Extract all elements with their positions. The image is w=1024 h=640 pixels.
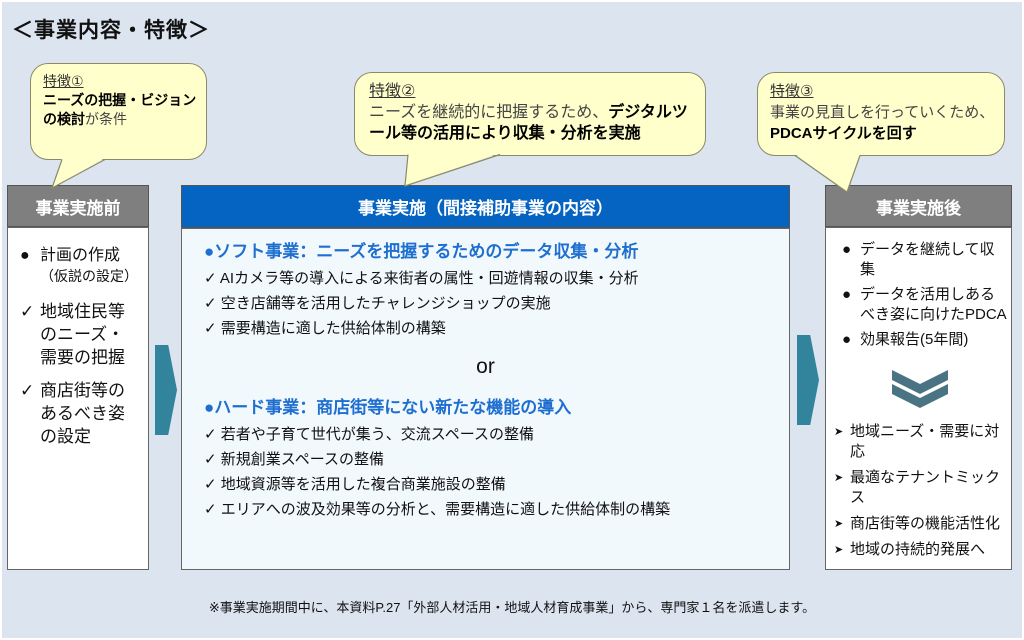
item-text: 需要構造に適した供給体制の構築 xyxy=(220,320,446,337)
bullet-icon: ● xyxy=(842,331,852,348)
before-item: ✓ 地域住民等のニーズ・需要の把握 xyxy=(20,300,140,369)
outcome-item: ➤ 商店街等の機能活性化 xyxy=(834,514,1007,534)
before-item-sub: （仮説の設定） xyxy=(40,268,138,284)
bullet-icon: ● xyxy=(842,286,852,303)
feature-1-label: 特徴① xyxy=(43,73,84,89)
item-text: 空き店舗等を活用したチャレンジショップの実施 xyxy=(220,295,551,312)
item-text: 最適なテナントミックス xyxy=(850,469,1001,506)
bullet-icon: ● xyxy=(20,247,30,264)
footnote: ※事業実施期間中に、本資料P.27「外部人材活用・地域人材育成事業」から、専門家… xyxy=(208,600,816,615)
hard-item: ✓ エリアへの波及効果等の分析と、需要構造に適した供給体制の構築 xyxy=(204,501,671,518)
outcome-item: ➤ 地域の持続的発展へ xyxy=(834,540,1007,560)
feature-2-label: 特徴② xyxy=(369,83,416,100)
main-body: ●ソフト事業：ニーズを把握するためのデータ収集・分析 ✓ AIカメラ等の導入によ… xyxy=(181,228,790,570)
item-text: データを活用しあるべき姿に向けたPDCA xyxy=(860,286,1007,323)
outcome-item: ➤ 地域ニーズ・需要に対応 xyxy=(834,422,1007,462)
arrowhead-icon: ➤ xyxy=(834,518,844,530)
item-text: 計画の作成 xyxy=(40,247,121,264)
check-icon: ✓ xyxy=(20,381,35,400)
item-text: 効果報告(5年間) xyxy=(860,331,969,348)
item-text: 地域の持続的発展へ xyxy=(850,541,986,558)
soft-title: ●ソフト事業：ニーズを把握するためのデータ収集・分析 xyxy=(204,242,639,261)
after-item: ● データを活用しあるべき姿に向けたPDCA xyxy=(842,285,1007,325)
item-text: エリアへの波及効果等の分析と、需要構造に適した供給体制の構築 xyxy=(220,501,671,518)
hard-title: ●ハード事業：商店街等にない新たな機能の導入 xyxy=(204,398,572,417)
after-body: ● データを継続して収集 ● データを活用しあるべき姿に向けたPDCA ● 効果報告(… xyxy=(825,227,1012,570)
feature-2-callout: 特徴② ニーズを継続的に把握するため、デジタルツール等の活用により収集・分析を実… xyxy=(354,72,706,156)
right-arrow-icon xyxy=(155,345,177,435)
feature-3-label: 特徴③ xyxy=(770,83,814,100)
hard-item: ✓ 地域資源等を活用した複合商業施設の整備 xyxy=(204,476,506,493)
arrowhead-icon: ➤ xyxy=(834,544,844,556)
feature-1-bold: ニーズの把握・ビジョンの検討 xyxy=(43,92,197,127)
right-arrow-icon xyxy=(797,335,819,425)
item-text: 地域ニーズ・需要に対応 xyxy=(850,423,1000,460)
item-text: 地域住民等のニーズ・需要の把握 xyxy=(40,302,125,367)
feature-2-bold: デジタルツール等の活用により収集・分析を実施 xyxy=(369,104,688,142)
main-header: 事業実施（間接補助事業の内容） xyxy=(181,185,790,228)
feature-2-text: ニーズを継続的に把握するため、 xyxy=(369,104,609,121)
before-item: ● 計画の作成 xyxy=(20,246,140,266)
check-icon: ✓ xyxy=(20,302,35,321)
soft-item: ✓ AIカメラ等の導入による来街者の属性・回遊情報の収集・分析 xyxy=(204,270,639,287)
bullet-icon: ● xyxy=(842,241,852,258)
outcome-item: ➤ 最適なテナントミックス xyxy=(834,468,1007,508)
feature-3-callout: 特徴③ 事業の見直しを行っていくため、 PDCAサイクルを回す xyxy=(757,72,1005,156)
double-chevron-down-icon xyxy=(892,370,948,408)
item-text: 新規創業スペースの整備 xyxy=(220,451,384,468)
item-text: 地域資源等を活用した複合商業施設の整備 xyxy=(220,476,506,493)
feature-3-bold: PDCAサイクルを回す xyxy=(770,125,917,142)
item-text: 商店街等のあるべき姿の設定 xyxy=(40,381,125,446)
before-body: ● 計画の作成 （仮説の設定） ✓ 地域住民等のニーズ・需要の把握 ✓ 商店街等のある… xyxy=(7,227,149,570)
after-item: ● 効果報告(5年間) xyxy=(842,330,1007,350)
soft-item: ✓ 需要構造に適した供給体制の構築 xyxy=(204,320,446,337)
item-text: 若者や子育て世代が集う、交流スペースの整備 xyxy=(220,426,534,443)
after-header: 事業実施後 xyxy=(825,185,1012,227)
after-item: ● データを継続して収集 xyxy=(842,240,1007,280)
item-text: データを継続して収集 xyxy=(860,241,995,278)
before-header: 事業実施前 xyxy=(7,185,149,227)
feature-1-callout: 特徴① ニーズの把握・ビジョンの検討が条件 xyxy=(30,63,207,160)
feature-3-text: 事業の見直しを行っていくため、 xyxy=(770,104,995,121)
hard-item: ✓ 新規創業スペースの整備 xyxy=(204,451,384,468)
arrowhead-icon: ➤ xyxy=(834,472,844,484)
hard-item: ✓ 若者や子育て世代が集う、交流スペースの整備 xyxy=(204,426,534,443)
or-label: or xyxy=(476,355,495,378)
feature-1-text: が条件 xyxy=(85,111,127,127)
item-text: 商店街等の機能活性化 xyxy=(850,515,1001,532)
arrowhead-icon: ➤ xyxy=(834,426,844,438)
page-title: ＜事業内容・特徴＞ xyxy=(12,19,210,42)
before-item: ✓ 商店街等のあるべき姿の設定 xyxy=(20,379,140,448)
item-text: AIカメラ等の導入による来街者の属性・回遊情報の収集・分析 xyxy=(219,270,639,287)
soft-item: ✓ 空き店舗等を活用したチャレンジショップの実施 xyxy=(204,295,551,312)
